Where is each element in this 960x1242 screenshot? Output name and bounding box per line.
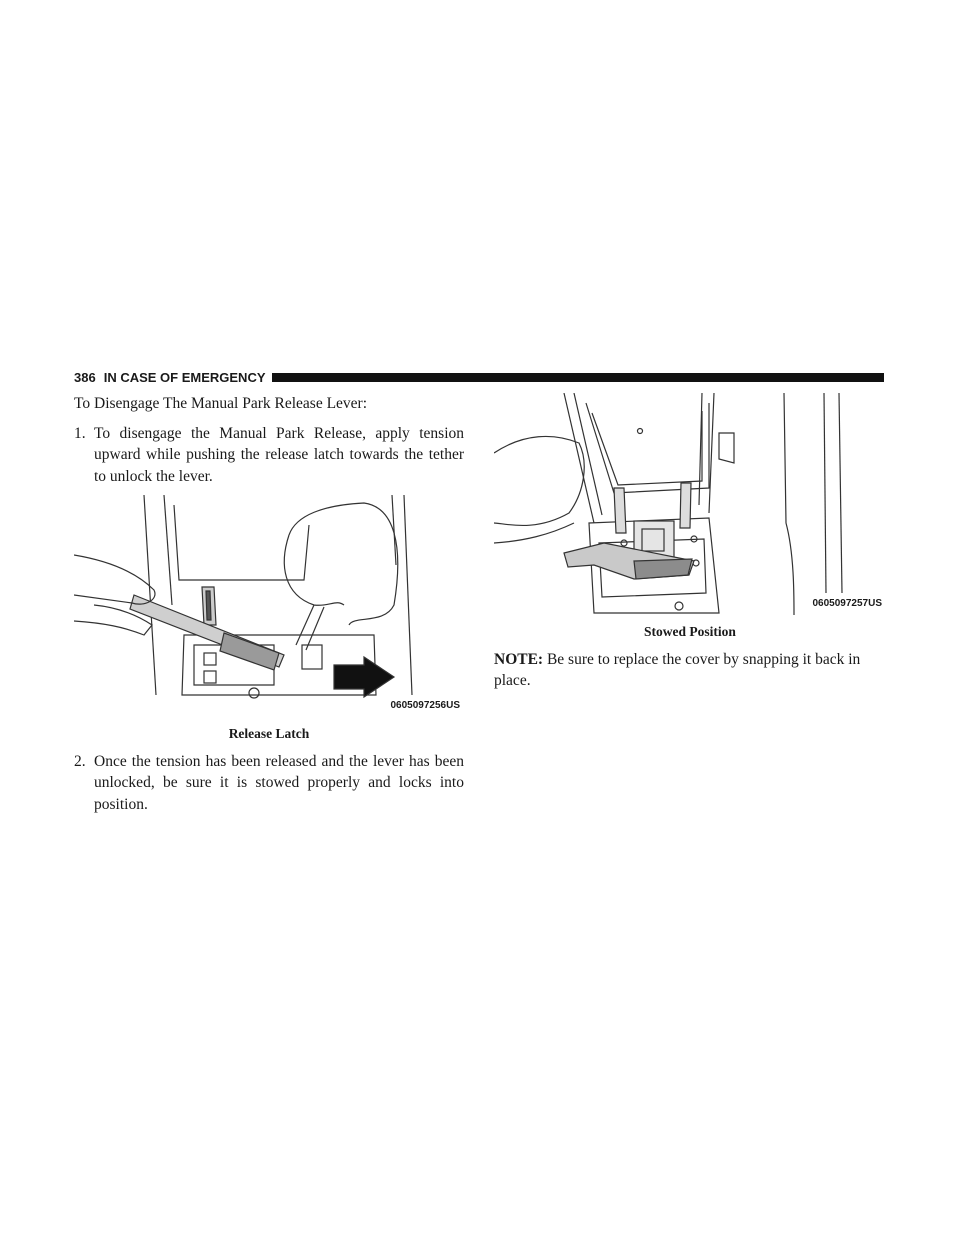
page-header: 386 IN CASE OF EMERGENCY xyxy=(74,369,884,385)
figure-id-2: 0605097257US xyxy=(812,598,882,609)
step-2: 2. Once the tension has been released an… xyxy=(74,751,464,816)
note-paragraph: NOTE: Be sure to replace the cover by sn… xyxy=(494,649,886,692)
figure-stowed-position: 0605097257US xyxy=(494,393,886,615)
step-2-number: 2. xyxy=(74,752,86,770)
step-1-text: To disengage the Manual Park Release, ap… xyxy=(94,424,464,485)
right-column: 0605097257US Stowed Position NOTE: Be su… xyxy=(494,393,886,692)
header-rule xyxy=(271,372,884,382)
note-text: Be sure to replace the cover by snapping… xyxy=(494,650,861,690)
intro-heading: To Disengage The Manual Park Release Lev… xyxy=(74,395,368,412)
release-latch-illustration xyxy=(74,495,413,699)
figure-id-1: 0605097256US xyxy=(390,700,460,711)
step-2-text: Once the tension has been released and t… xyxy=(94,752,464,813)
figure-release-latch: 0605097256US xyxy=(74,495,464,717)
left-column: To Disengage The Manual Park Release Lev… xyxy=(74,393,464,815)
caption-stowed-position: Stowed Position xyxy=(644,624,736,639)
step-1-number: 1. xyxy=(74,424,86,442)
page-number: 386 xyxy=(74,369,96,385)
step-1: 1. To disengage the Manual Park Release,… xyxy=(74,423,464,488)
section-title: IN CASE OF EMERGENCY xyxy=(103,369,266,385)
caption-release-latch: Release Latch xyxy=(228,726,310,741)
note-label: NOTE: xyxy=(494,650,544,668)
stowed-position-illustration xyxy=(494,393,843,615)
